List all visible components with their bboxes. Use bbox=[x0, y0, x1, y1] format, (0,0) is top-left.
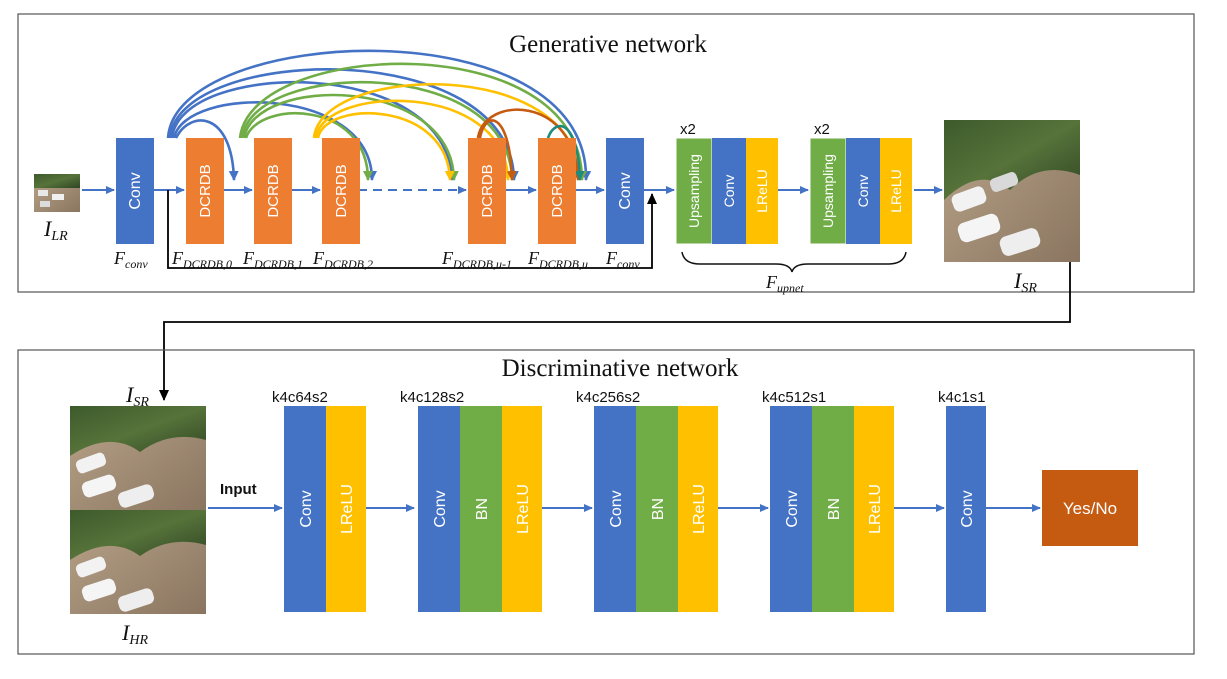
input-label: Input bbox=[220, 481, 257, 498]
conv-label: Conv bbox=[721, 175, 737, 208]
upnet-brace bbox=[681, 251, 907, 273]
discriminator-frame bbox=[17, 349, 1195, 655]
label-f-conv-2: Fconv bbox=[605, 248, 640, 271]
upsample-group-1: Upsampling Conv LReLU bbox=[675, 137, 778, 245]
disc-stage-3: Conv BN LReLU bbox=[594, 406, 718, 612]
generator-frame bbox=[17, 13, 1195, 293]
svg-text:Conv: Conv bbox=[784, 490, 801, 527]
generator-title: Generative network bbox=[509, 31, 707, 58]
label-i-hr: IHR bbox=[121, 620, 148, 648]
upsampling-label: Upsampling bbox=[686, 154, 702, 228]
svg-text:Conv: Conv bbox=[127, 172, 144, 209]
label-f-dcrdb-1: FDCRDB,1 bbox=[242, 248, 303, 271]
svg-text:LReLU: LReLU bbox=[867, 484, 884, 534]
lr-input-image bbox=[34, 174, 80, 212]
svg-text:DCRDB: DCRDB bbox=[479, 164, 496, 217]
dense-skip-arcs bbox=[166, 49, 592, 181]
label-f-dcrdb-0: FDCRDB,0 bbox=[171, 248, 232, 271]
dcrdb-block-u: DCRDB bbox=[538, 138, 576, 244]
dcrdb-block-2: DCRDB bbox=[322, 138, 360, 244]
hr-input-image bbox=[70, 510, 206, 614]
svg-text:Conv: Conv bbox=[959, 490, 976, 527]
label-f-dcrdb-2: FDCRDB,2 bbox=[312, 248, 373, 271]
svg-text:DCRDB: DCRDB bbox=[549, 164, 566, 217]
svg-text:LReLU: LReLU bbox=[691, 484, 708, 534]
lrelu-label: LReLU bbox=[754, 169, 770, 213]
svg-text:BN: BN bbox=[474, 498, 491, 520]
svg-text:Conv: Conv bbox=[298, 490, 315, 527]
output-label: Yes/No bbox=[1063, 499, 1117, 518]
svg-text:DCRDB: DCRDB bbox=[197, 164, 214, 217]
upsampling-label: Upsampling bbox=[820, 154, 836, 228]
label-f-dcrdb-u: FDCRDB,u bbox=[527, 248, 588, 271]
disc-stage-2: Conv BN LReLU bbox=[418, 406, 542, 612]
dcrdb-block-0: DCRDB bbox=[186, 138, 224, 244]
discriminator-title: Discriminative network bbox=[502, 355, 739, 382]
svg-text:Conv: Conv bbox=[617, 172, 634, 209]
global-residual-connection bbox=[167, 190, 657, 269]
label-i-sr-bottom: ISR bbox=[125, 382, 149, 410]
gen-conv-1: Conv bbox=[116, 138, 154, 244]
discriminator-output: Yes/No bbox=[1042, 470, 1138, 546]
lrelu-label: LReLU bbox=[888, 169, 904, 213]
gen-conv-2: Conv bbox=[606, 138, 644, 244]
dcrdb-block-1: DCRDB bbox=[254, 138, 292, 244]
disc-stage-1: Conv LReLU bbox=[284, 406, 366, 612]
stage-label-5: k4c1s1 bbox=[938, 389, 986, 406]
label-f-dcrdb-u-1: FDCRDB,u-1 bbox=[441, 248, 512, 271]
stage-label-2: k4c128s2 bbox=[400, 389, 464, 406]
svg-text:Conv: Conv bbox=[432, 490, 449, 527]
label-i-sr-top: ISR bbox=[1013, 268, 1037, 296]
conv-label: Conv bbox=[855, 175, 871, 208]
sr-input-image bbox=[70, 406, 206, 510]
svg-text:DCRDB: DCRDB bbox=[333, 164, 350, 217]
stage-label-3: k4c256s2 bbox=[576, 389, 640, 406]
stage-label-4: k4c512s1 bbox=[762, 389, 826, 406]
disc-stage-5: Conv bbox=[946, 406, 986, 612]
dcrdb-block-u-1: DCRDB bbox=[468, 138, 506, 244]
svg-text:BN: BN bbox=[826, 498, 843, 520]
svg-text:LReLU: LReLU bbox=[515, 484, 532, 534]
svg-text:BN: BN bbox=[650, 498, 667, 520]
disc-stage-4: Conv BN LReLU bbox=[770, 406, 894, 612]
svg-text:Conv: Conv bbox=[608, 490, 625, 527]
label-f-upnet: Fupnet bbox=[765, 272, 804, 295]
sr-to-discriminator-connector bbox=[159, 262, 1071, 401]
stage-label-1: k4c64s2 bbox=[272, 389, 328, 406]
feature-labels: Fconv FDCRDB,0 FDCRDB,1 FDCRDB,2 FDCRDB,… bbox=[113, 248, 804, 295]
svg-text:LReLU: LReLU bbox=[339, 484, 356, 534]
sr-output-image bbox=[944, 120, 1080, 262]
label-f-conv-1: Fconv bbox=[113, 248, 148, 271]
label-i-lr: ILR bbox=[43, 216, 68, 244]
upsample-group-2: Upsampling Conv LReLU bbox=[809, 137, 912, 245]
repeat-label-1: x2 bbox=[680, 121, 696, 138]
svg-text:DCRDB: DCRDB bbox=[265, 164, 282, 217]
repeat-label-2: x2 bbox=[814, 121, 830, 138]
